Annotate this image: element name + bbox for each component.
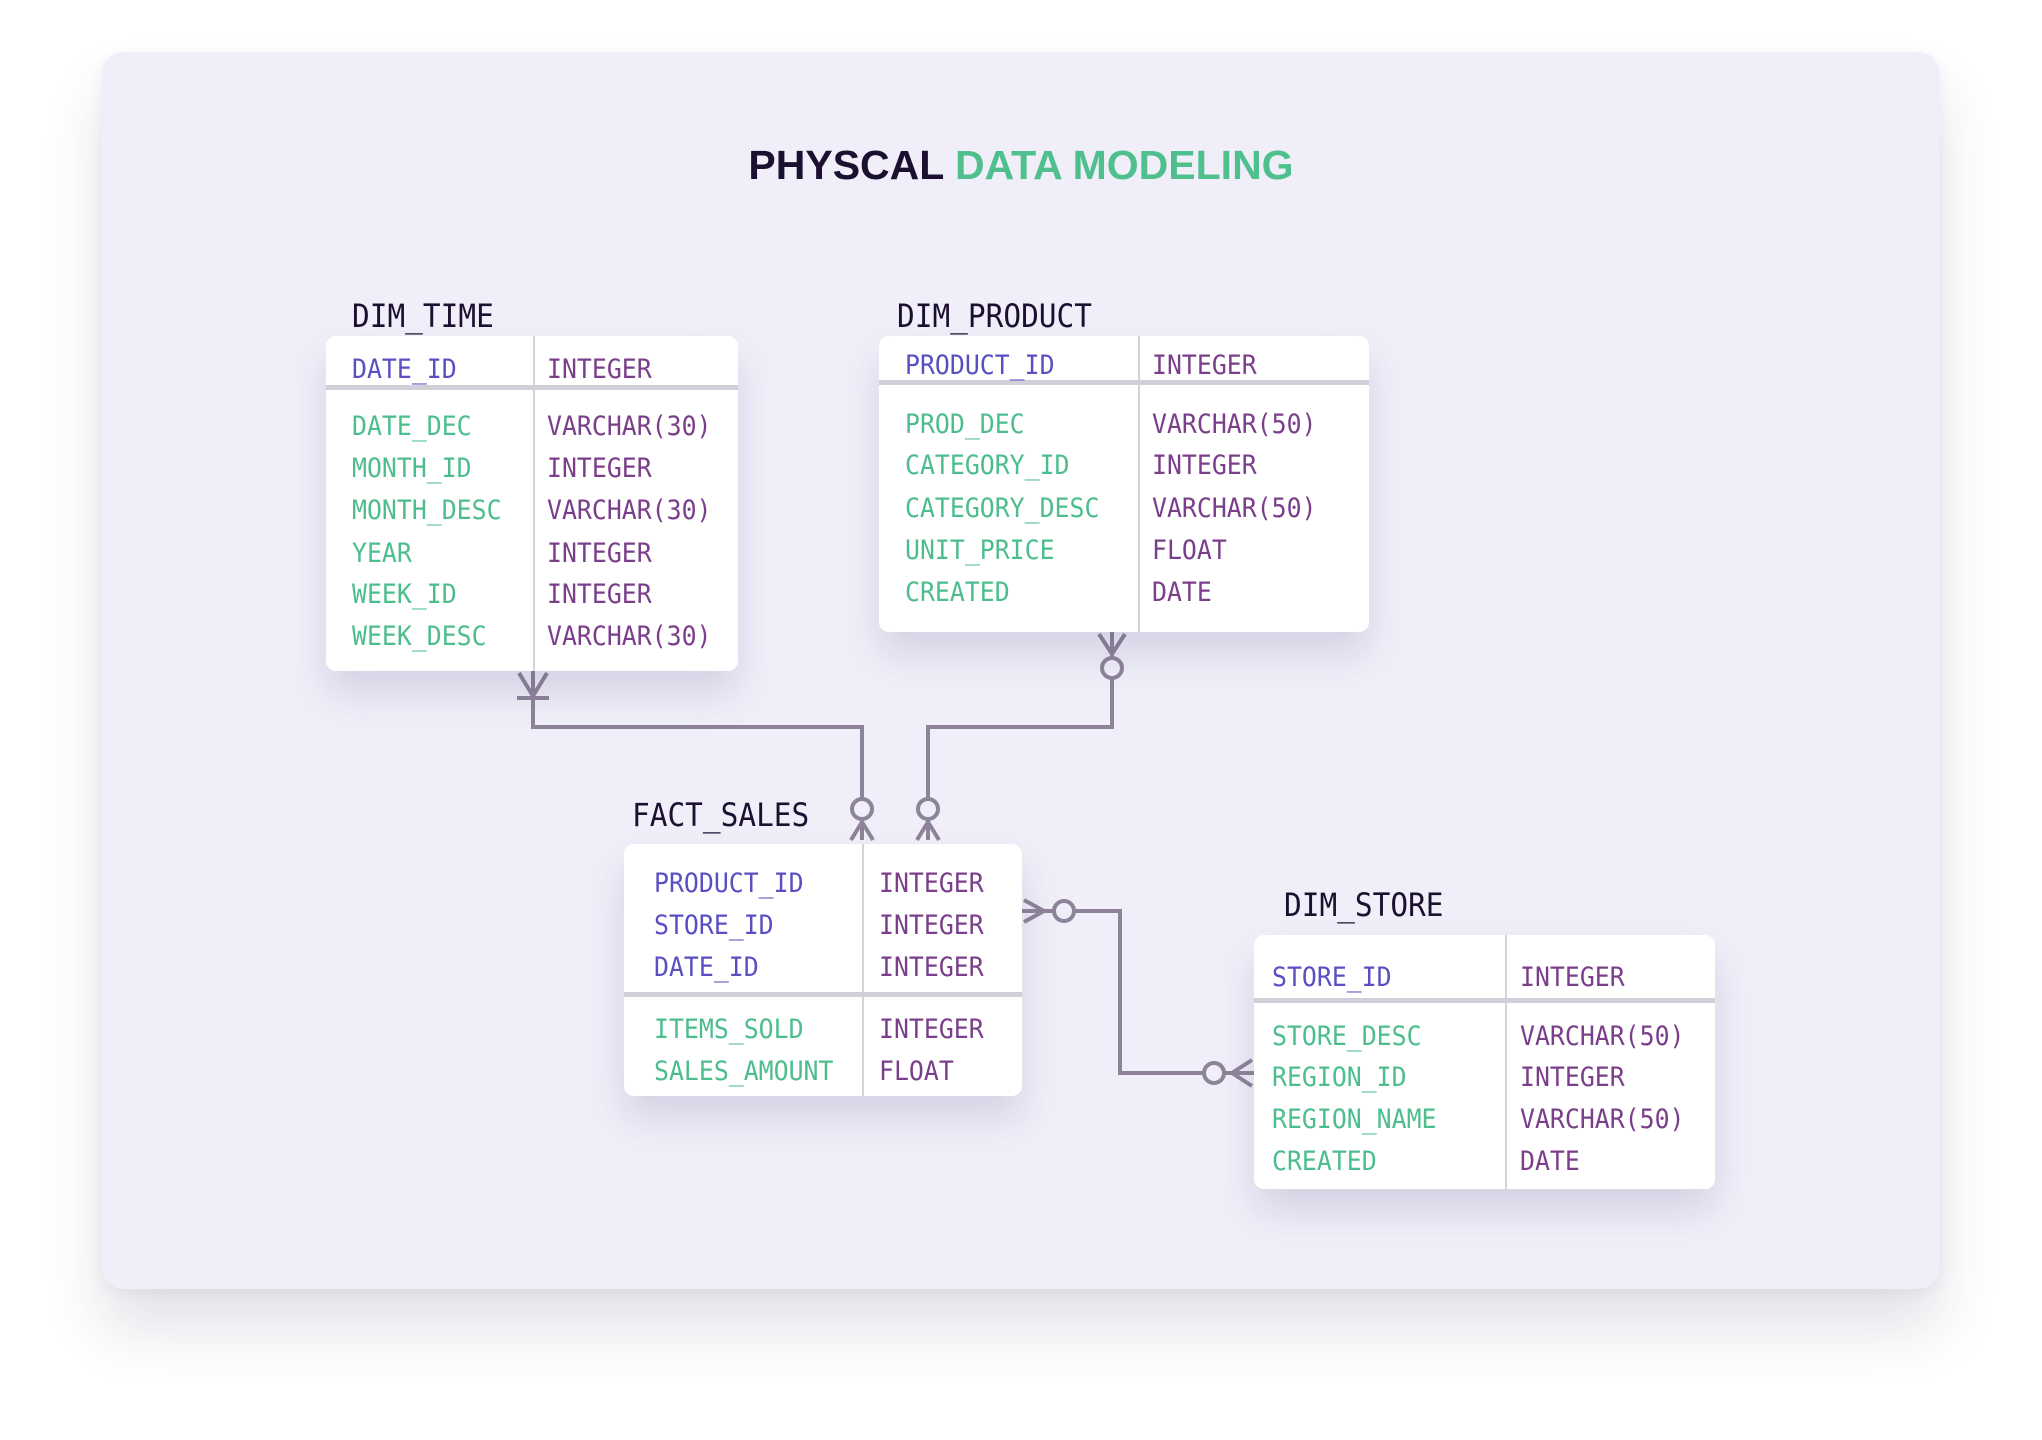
table-name-dim-time: DIM_TIME xyxy=(352,297,494,335)
field-column-name: CATEGORY_DESC xyxy=(905,493,1100,524)
field-column-type: FLOAT xyxy=(879,1056,954,1087)
table-name-dim-product: DIM_PRODUCT xyxy=(897,297,1092,335)
zero-circle-icon-sales-product xyxy=(916,797,940,821)
table-name-dim-store: DIM_STORE xyxy=(1284,886,1444,924)
key-column-type: INTEGER xyxy=(879,910,984,941)
field-column-type: INTEGER xyxy=(879,1014,984,1045)
field-column-type: INTEGER xyxy=(1152,450,1257,481)
crowfoot-icon-product xyxy=(1097,632,1127,658)
column-divider xyxy=(1505,935,1507,1189)
crowfoot-icon-sales-store xyxy=(1023,898,1049,924)
key-column-name: STORE_ID xyxy=(654,910,774,941)
key-divider xyxy=(1254,998,1715,1003)
key-column-name: STORE_ID xyxy=(1272,962,1392,993)
field-column-name: REGION_NAME xyxy=(1272,1104,1437,1135)
table-fact-sales: PRODUCT_ID INTEGER STORE_ID INTEGER DATE_ID I… xyxy=(624,844,1022,1096)
field-column-name: DATE_DEC xyxy=(352,411,472,442)
field-column-type: VARCHAR(30) xyxy=(547,411,712,442)
key-column-type: INTEGER xyxy=(547,354,652,385)
key-column-type: INTEGER xyxy=(1520,962,1625,993)
field-column-name: MONTH_DESC xyxy=(352,495,502,526)
zero-circle-icon-sales-time xyxy=(850,797,874,821)
crowfoot-icon-sales-product xyxy=(915,818,941,842)
field-column-name: YEAR xyxy=(352,538,412,569)
field-column-type: DATE xyxy=(1152,577,1212,608)
field-column-type: VARCHAR(30) xyxy=(547,621,712,652)
field-column-name: CREATED xyxy=(905,577,1010,608)
field-column-type: VARCHAR(50) xyxy=(1152,409,1317,440)
field-column-type: VARCHAR(30) xyxy=(547,495,712,526)
field-column-type: INTEGER xyxy=(547,579,652,610)
column-divider xyxy=(1138,336,1140,632)
field-column-name: WEEK_ID xyxy=(352,579,457,610)
key-divider xyxy=(879,380,1369,385)
field-column-name: UNIT_PRICE xyxy=(905,535,1055,566)
key-column-type: INTEGER xyxy=(879,952,984,983)
key-column-name: PRODUCT_ID xyxy=(905,350,1055,381)
crowfoot-icon-sales-time xyxy=(849,818,875,842)
key-divider xyxy=(624,992,1022,997)
key-column-name: DATE_ID xyxy=(352,354,457,385)
field-column-name: STORE_DESC xyxy=(1272,1021,1422,1052)
field-column-name: PROD_DEC xyxy=(905,409,1025,440)
table-dim-time: DATE_ID INTEGER DATE_DEC VARCHAR(30) MONTH_I… xyxy=(326,336,738,671)
field-column-name: ITEMS_SOLD xyxy=(654,1014,804,1045)
table-dim-store: STORE_ID INTEGER STORE_DESC VARCHAR(50) REGI… xyxy=(1254,935,1715,1189)
zero-circle-icon-sales-store xyxy=(1052,899,1076,923)
key-divider xyxy=(326,385,738,390)
field-column-name: SALES_AMOUNT xyxy=(654,1056,834,1087)
field-column-name: MONTH_ID xyxy=(352,453,472,484)
field-column-name: CREATED xyxy=(1272,1146,1377,1177)
field-column-type: INTEGER xyxy=(547,453,652,484)
column-divider xyxy=(862,844,864,1096)
column-divider xyxy=(533,336,535,671)
field-column-type: VARCHAR(50) xyxy=(1520,1104,1685,1135)
field-column-type: INTEGER xyxy=(1520,1062,1625,1093)
field-column-type: VARCHAR(50) xyxy=(1520,1021,1685,1052)
table-dim-product: PRODUCT_ID INTEGER PROD_DEC VARCHAR(50) CATE… xyxy=(879,336,1369,632)
field-column-type: INTEGER xyxy=(547,538,652,569)
zero-circle-icon-store xyxy=(1202,1061,1226,1085)
zero-circle-icon-product xyxy=(1100,656,1124,680)
connector-product-sales xyxy=(926,632,1114,840)
key-column-name: PRODUCT_ID xyxy=(654,868,804,899)
field-column-name: REGION_ID xyxy=(1272,1062,1407,1093)
crowfoot-icon-store xyxy=(1228,1058,1254,1088)
connector-sales-store xyxy=(1022,909,1254,1075)
key-column-type: INTEGER xyxy=(1152,350,1257,381)
title-part-dark: PHYSCAL xyxy=(748,142,944,188)
field-column-name: CATEGORY_ID xyxy=(905,450,1070,481)
key-column-type: INTEGER xyxy=(879,868,984,899)
field-column-type: DATE xyxy=(1520,1146,1580,1177)
page-title: PHYSCAL DATA MODELING xyxy=(0,142,2042,189)
field-column-type: FLOAT xyxy=(1152,535,1227,566)
field-column-type: VARCHAR(50) xyxy=(1152,493,1317,524)
table-name-fact-sales: FACT_SALES xyxy=(632,796,810,834)
title-part-accent: DATA MODELING xyxy=(954,142,1294,188)
key-column-name: DATE_ID xyxy=(654,952,759,983)
field-column-name: WEEK_DESC xyxy=(352,621,487,652)
